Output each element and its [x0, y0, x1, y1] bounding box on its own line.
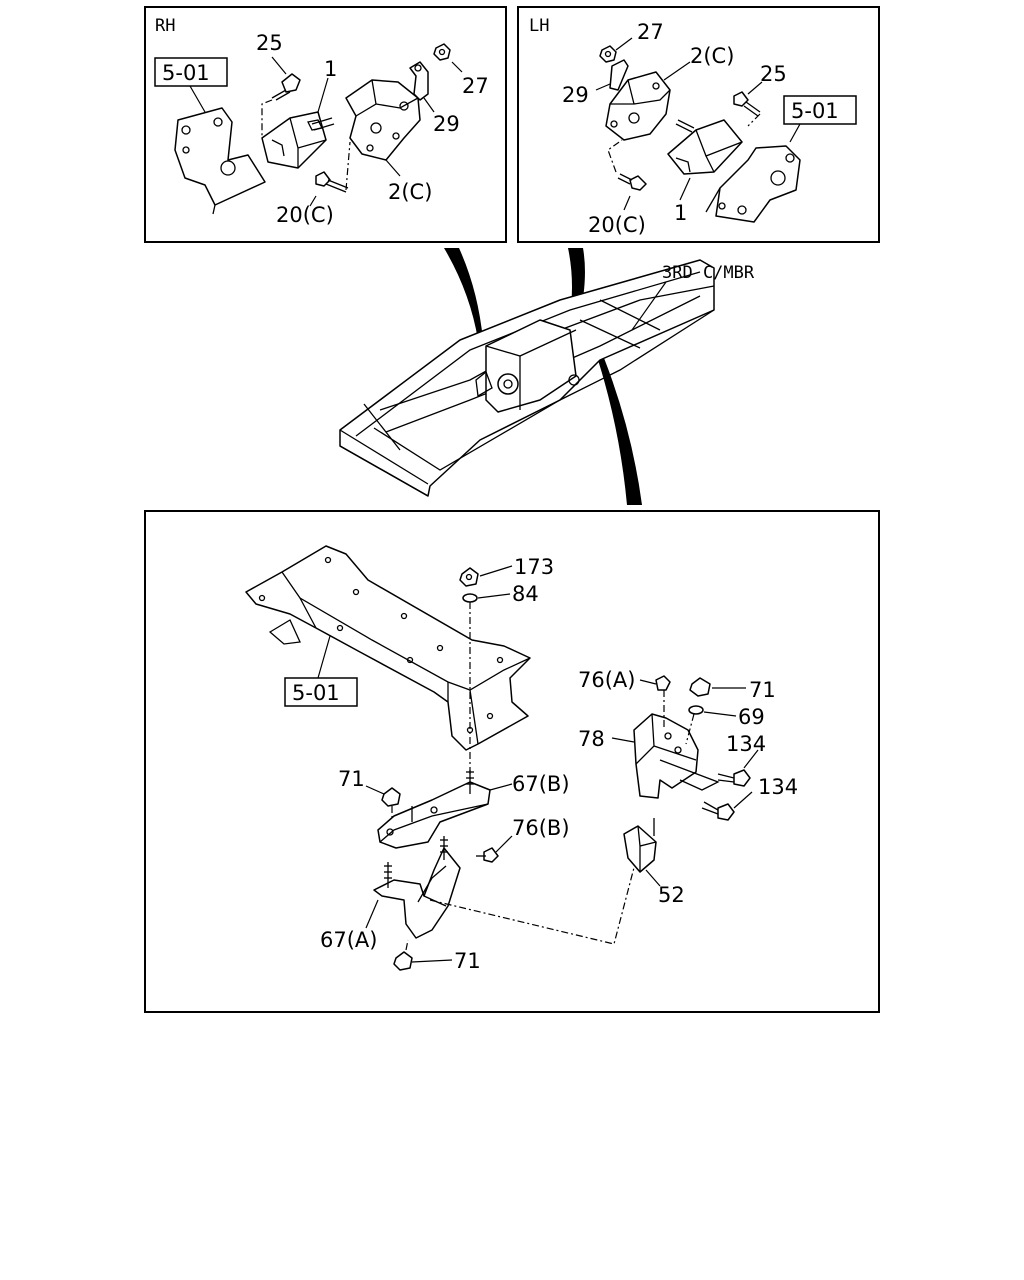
lh-ref-box[interactable] [783, 95, 857, 125]
crossmember-panel: 5-01 [144, 510, 880, 1013]
bolt-134-b [701, 801, 735, 821]
nut-71-top [689, 677, 711, 697]
third-crossmember-label: 3RD C/MBR [662, 263, 755, 283]
crossmember-ref-box[interactable] [284, 677, 358, 707]
rh-bolt-20c [315, 171, 349, 193]
lh-bolt-25 [733, 91, 761, 117]
rh-ref-leader [189, 85, 206, 113]
pointer-to-crossmember [598, 358, 642, 505]
bolt-76a [655, 675, 671, 730]
nut-71-bottom [393, 951, 413, 971]
frame-overview: 3RD C/MBR [339, 248, 755, 505]
lh-nut-27 [599, 45, 617, 63]
lh-frame-bracket [715, 145, 801, 223]
callout-76b: 76(B) [512, 816, 570, 840]
callout-134-a: 134 [726, 732, 766, 756]
rh-callout-20c: 20(C) [276, 203, 334, 227]
rh-stopper-29 [409, 61, 429, 101]
callout-71-bottom: 71 [454, 949, 481, 973]
callout-76a: 76(A) [578, 668, 635, 692]
rh-callout-27: 27 [462, 74, 489, 98]
callout-67a: 67(A) [320, 928, 377, 952]
lh-callout-2c: 2(C) [690, 44, 734, 68]
callout-134-b: 134 [758, 775, 798, 799]
lh-callout-1: 1 [674, 201, 687, 225]
pointer-to-lh [556, 248, 585, 375]
rh-panel-header: RH [155, 16, 175, 36]
engine-bracket-78 [633, 713, 699, 799]
rh-ref-label: 5-01 [162, 61, 210, 85]
lh-stopper-29 [609, 59, 629, 91]
washer-69 [688, 705, 704, 715]
rh-callout-29: 29 [433, 112, 460, 136]
rh-nut-27 [433, 43, 451, 61]
callout-71-top: 71 [749, 678, 776, 702]
callout-67b: 67(B) [512, 772, 570, 796]
crossmember-ref-label: 5-01 [292, 681, 340, 705]
rh-callout-25: 25 [256, 31, 283, 55]
callout-71-left: 71 [338, 767, 365, 791]
callout-84: 84 [512, 582, 539, 606]
rh-panel: RH 5-01 [144, 6, 507, 243]
lh-panel: LH 5-01 [517, 6, 880, 243]
lh-callout-29: 29 [562, 83, 589, 107]
bolt-134-a [717, 769, 751, 787]
rh-bolt-25 [271, 73, 301, 101]
lh-panel-header: LH [529, 16, 549, 36]
lh-callout-20c: 20(C) [588, 213, 646, 237]
third-crossmember [245, 545, 531, 751]
callout-69: 69 [738, 705, 765, 729]
bracket-67a [373, 847, 461, 939]
lh-callout-25: 25 [760, 62, 787, 86]
pointer-to-rh [444, 248, 483, 340]
callout-78: 78 [578, 727, 605, 751]
rh-callout-2c: 2(C) [388, 180, 432, 204]
rh-mount-bracket-2c [345, 79, 421, 161]
nut-71-left [381, 787, 401, 807]
callout-52: 52 [658, 883, 685, 907]
rh-ref-box[interactable] [154, 57, 228, 87]
lh-panel-frame [517, 6, 880, 243]
rh-panel-frame [144, 6, 507, 243]
lh-callout-27: 27 [637, 20, 664, 44]
lh-ref-label: 5-01 [791, 99, 839, 123]
washer-84 [462, 593, 478, 603]
rh-frame-bracket [174, 107, 266, 206]
crossmember-panel-frame [144, 510, 880, 1013]
callout-173: 173 [514, 555, 554, 579]
lh-bolt-20c [617, 173, 647, 191]
rh-callout-1: 1 [324, 57, 337, 81]
bolt-76b [476, 847, 499, 863]
nut-173 [459, 567, 479, 587]
